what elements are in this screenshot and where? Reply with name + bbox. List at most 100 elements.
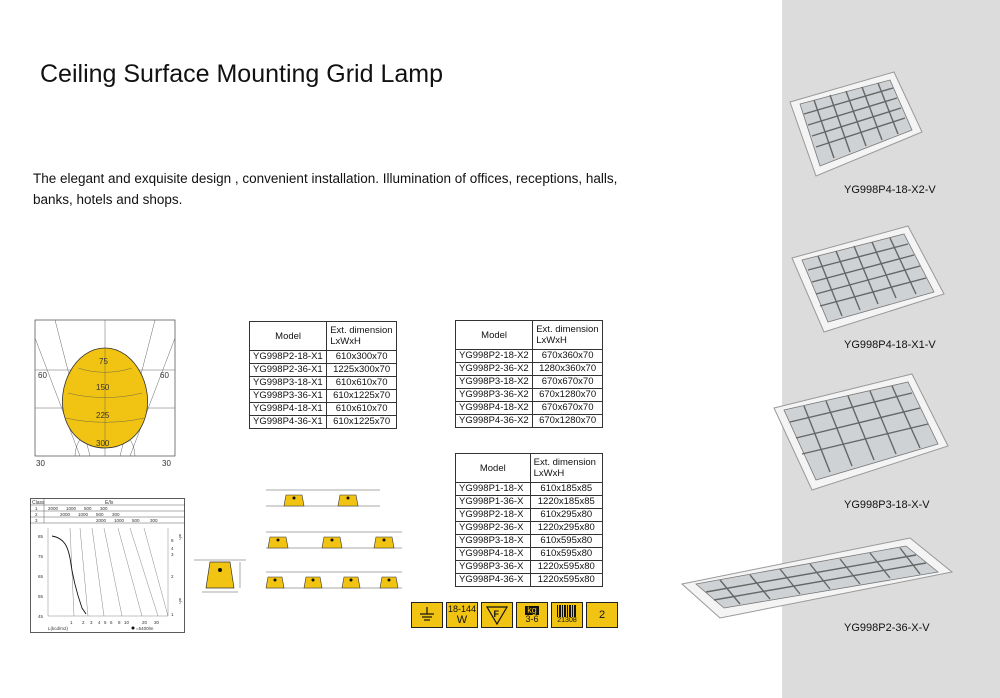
- polar-angle-right-top: 60: [160, 371, 169, 380]
- wattage-range: 18-144: [447, 603, 477, 614]
- lux-y-tick-75: 75: [38, 554, 44, 559]
- lux-row3-class: 3: [35, 518, 38, 523]
- product-image-p4-18-x1-v: [791, 225, 945, 333]
- lux-x-tick-6: 6: [110, 620, 113, 625]
- lux-x-tick-20: 20: [142, 620, 148, 625]
- lux-row2-v3: 500: [96, 512, 104, 517]
- lux-x-tick-3: 3: [90, 620, 93, 625]
- lux-row1-v1: 2000: [48, 506, 59, 511]
- weight-unit: kg: [525, 605, 539, 615]
- lux-row2-v2: 1000: [78, 512, 89, 517]
- lux-y-tick-65: 65: [38, 574, 44, 579]
- lux-row3-v4: 300: [150, 518, 158, 523]
- weight-badge: kg 3-6: [516, 602, 548, 628]
- lux-row1-v2: 1000: [66, 506, 77, 511]
- lux-x-tick-8: 8: [118, 620, 121, 625]
- polar-ring-label-3: 225: [96, 411, 110, 420]
- polar-angle-left-top: 60: [38, 371, 47, 380]
- f-mark-letter: F: [494, 609, 500, 619]
- lux-header-e: E/lx: [105, 500, 114, 506]
- weight-range: 3-6: [525, 614, 539, 624]
- polar-angle-right-bottom: 30: [162, 459, 171, 468]
- product-image-p3-18-x-v: [773, 373, 949, 491]
- lux-x-label: L(kcd/m2): [48, 626, 69, 631]
- page-title: Ceiling Surface Mounting Grid Lamp: [40, 60, 443, 88]
- lux-header-class: Class: [32, 500, 45, 506]
- lux-row2-class: 2: [35, 512, 38, 517]
- package-count: 2: [598, 608, 606, 621]
- package-box-icon: 2: [586, 602, 618, 628]
- polar-distribution-diagram: 75 150 225 300 60 60 30 30: [34, 319, 176, 468]
- spec-x1-header-model: Model: [248, 321, 328, 351]
- barcode-badge: 21308: [551, 602, 583, 628]
- lux-r-tick-8: 8: [171, 538, 174, 543]
- lux-row1-class: 1: [35, 506, 38, 511]
- lux-row3-v1: 2000: [96, 518, 107, 523]
- lux-r-label-bottom: a/h: [178, 598, 183, 604]
- product-label-4: YG998P2-36-X-V: [844, 622, 930, 634]
- lux-x-tick-5: 5: [104, 620, 107, 625]
- lux-y-tick-85: 85: [38, 534, 44, 539]
- lux-row2-v4: 300: [112, 512, 120, 517]
- lux-y-tick-55: 55: [38, 594, 44, 599]
- lux-row1-v3: 500: [84, 506, 92, 511]
- lux-x-tick-4: 4: [98, 620, 101, 625]
- lux-r-tick-1: 1: [171, 612, 174, 617]
- lux-row3-v3: 500: [132, 518, 140, 523]
- lux-x-tick-10: 10: [124, 620, 130, 625]
- page-description: The elegant and exquisite design , conve…: [33, 171, 618, 207]
- spec-x-header-model: Model: [455, 453, 531, 483]
- lux-r-tick-2: 2: [171, 574, 174, 579]
- polar-ring-label-1: 75: [99, 357, 108, 366]
- cross-section-diagram: [194, 559, 246, 593]
- lux-r-tick-4: 4: [171, 546, 174, 551]
- lux-r-tick-3: 3: [171, 552, 174, 557]
- lux-x-tick-1: 1: [70, 620, 73, 625]
- polar-angle-left-bottom: 30: [36, 459, 45, 468]
- spec-x2-header-model: Model: [454, 320, 534, 350]
- product-label-2: YG998P4-18-X1-V: [844, 339, 936, 351]
- product-image-p4-18-x2-v: [789, 71, 923, 177]
- product-image-p2-36-x-v: [680, 537, 954, 619]
- lux-x-tick-2: 2: [82, 620, 85, 625]
- lux-row2-v1: 2000: [60, 512, 71, 517]
- installation-layout-diagrams: [265, 489, 402, 589]
- lux-row3-v2: 1000: [114, 518, 125, 523]
- polar-ring-label-4: 300: [96, 439, 110, 448]
- product-label-1: YG998P4-18-X2-V: [844, 184, 936, 196]
- product-label-3: YG998P3-18-X-V: [844, 499, 930, 511]
- lux-x-tick-30: 30: [154, 620, 160, 625]
- barcode-number: 21308: [557, 617, 577, 624]
- lux-lumen-note: =5400lm: [136, 626, 154, 631]
- polar-ring-label-2: 150: [96, 383, 110, 392]
- lux-y-tick-45: 45: [38, 614, 44, 619]
- lux-r-label-top: a/h: [178, 534, 183, 540]
- luminance-curve-chart: Class E/lx 1 2000 1000 500 300 2 2000 10…: [30, 498, 185, 633]
- ground-symbol-icon: [411, 602, 443, 628]
